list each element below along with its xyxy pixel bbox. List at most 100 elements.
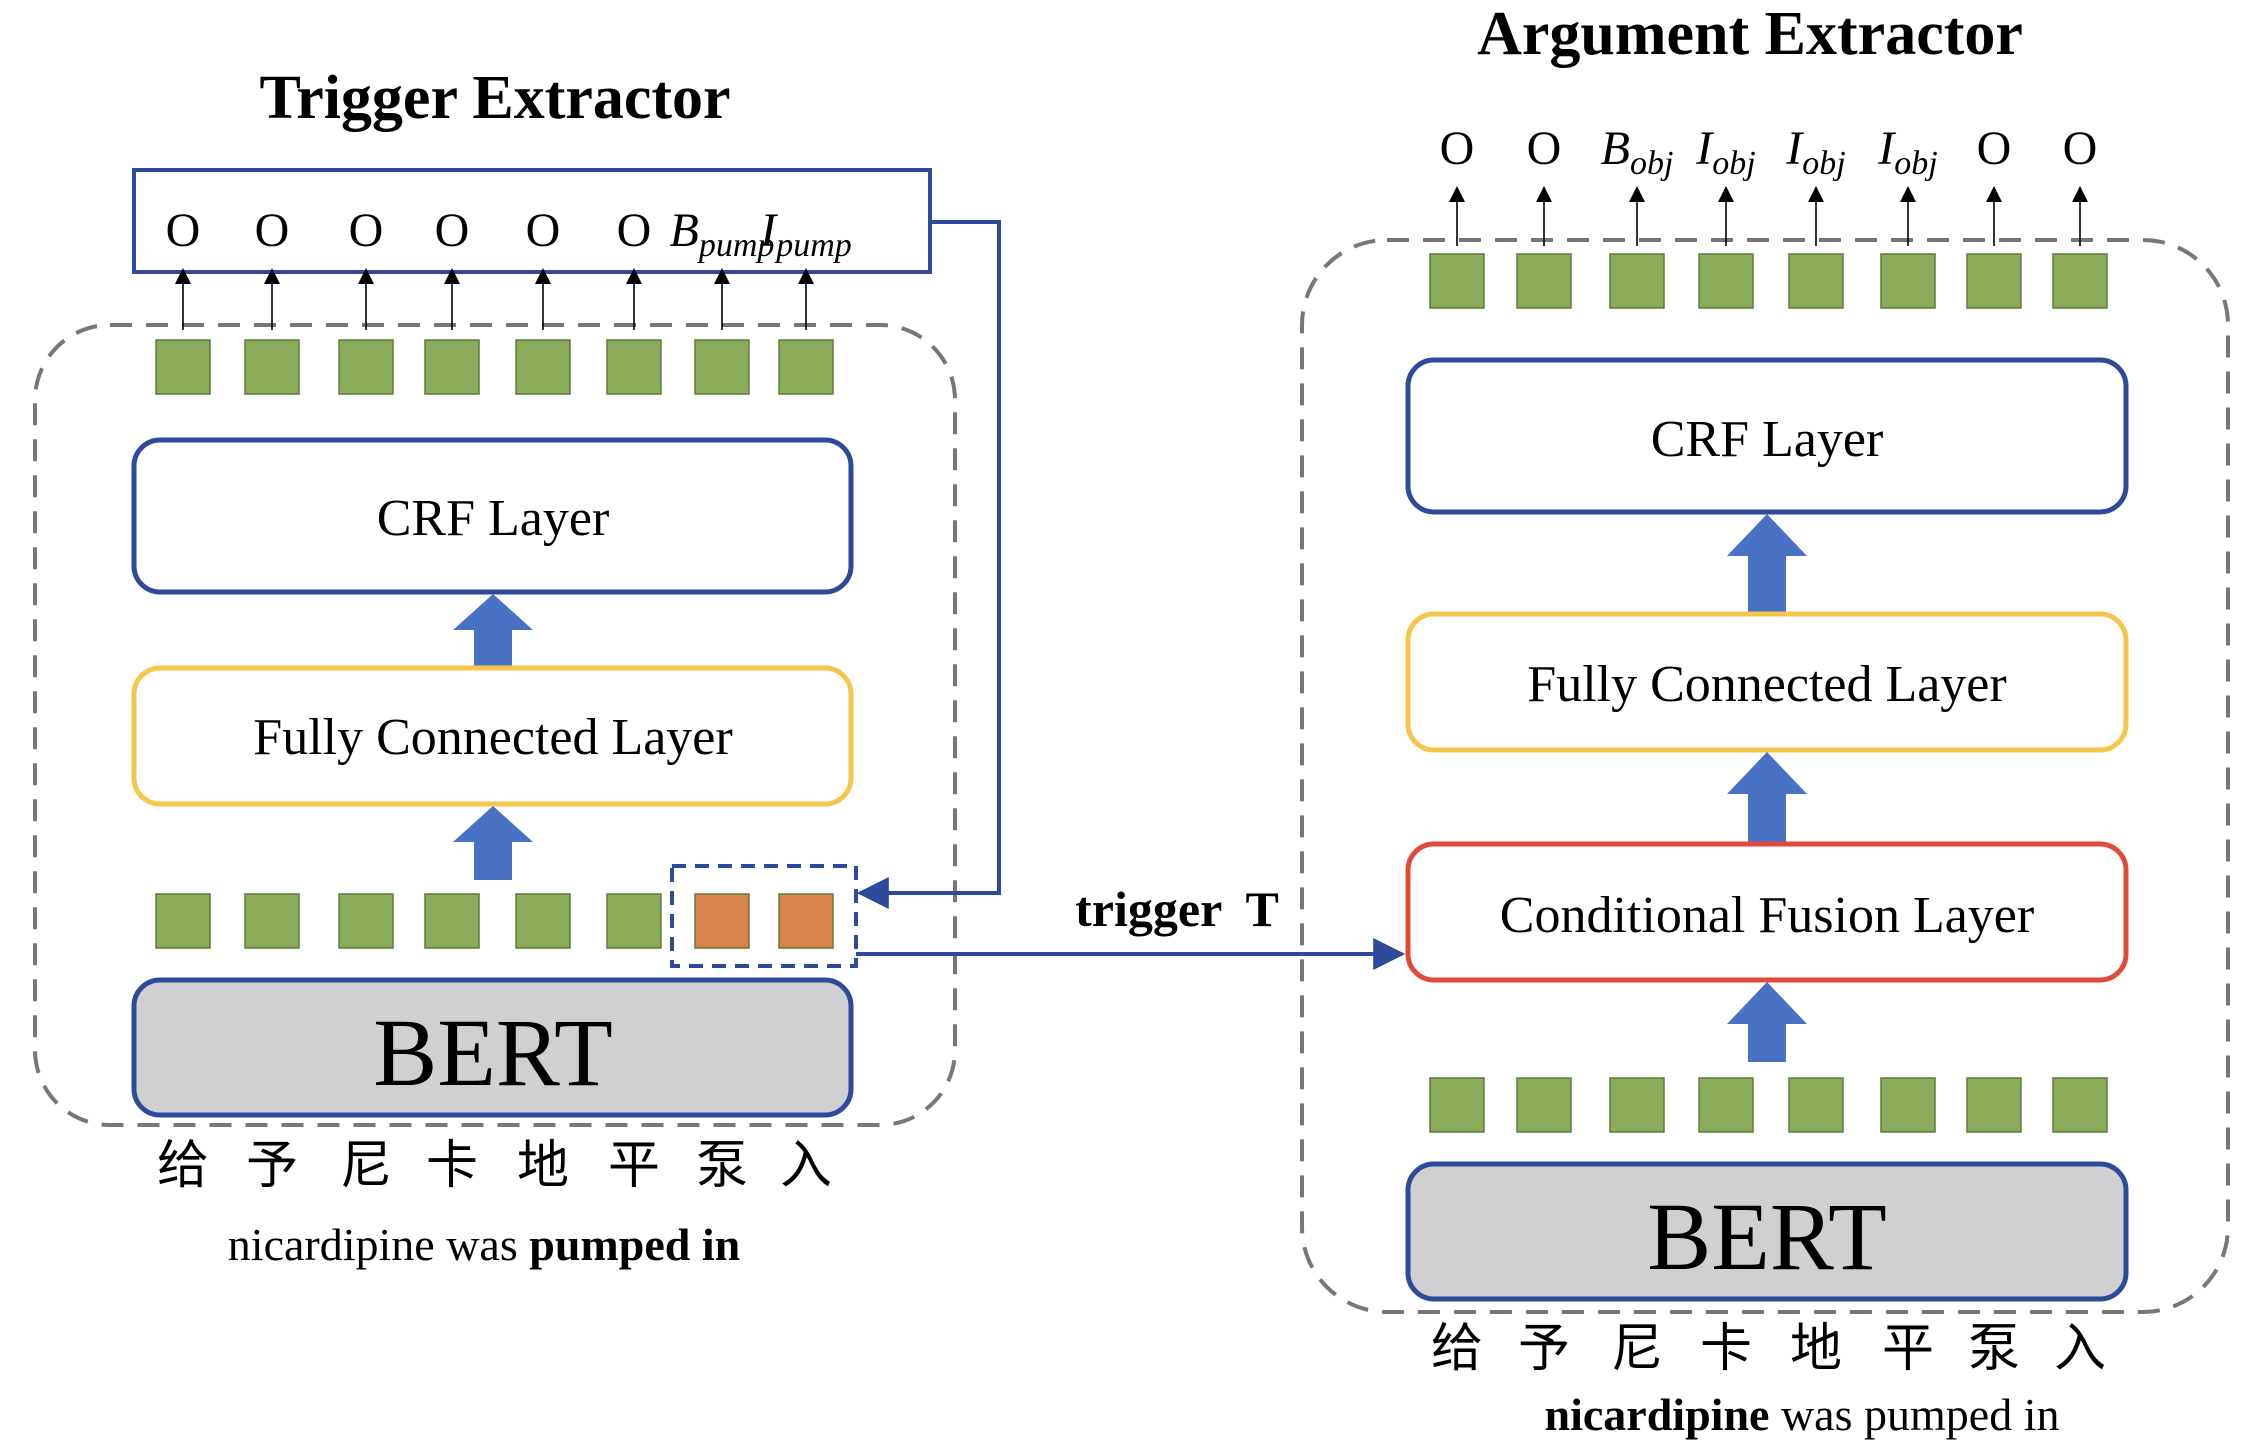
argument-arrow-tokens-fusion (1727, 982, 1807, 1062)
argument-bottom-token (1698, 1077, 1754, 1133)
argument-bert-box (1405, 1161, 2129, 1302)
argument-bottom-token (1966, 1077, 2022, 1133)
trigger-bert-label: BERT (373, 999, 613, 1106)
argument-output-label-sub: obj (1630, 145, 1673, 182)
argument-bottom-token (1609, 1077, 1665, 1133)
trigger-fc-box (131, 665, 854, 807)
trigger-output-label-main: I (759, 204, 778, 257)
trigger-top-token (155, 339, 211, 395)
trigger-output-label: O (166, 204, 201, 257)
argument-input-char: 泵 (1968, 1319, 2020, 1379)
argument-output-label-sub: obj (1712, 145, 1755, 182)
trigger-bottom-token (515, 893, 571, 949)
trigger-output-label: O (617, 204, 652, 257)
argument-fusion-label: Conditional Fusion Layer (1500, 887, 2034, 944)
trigger-selection-box (670, 864, 858, 968)
argument-output-label: Iobj (1877, 122, 1937, 182)
argument-bottom-token (1880, 1077, 1936, 1133)
argument-output-label: O (1440, 122, 1475, 175)
trigger-output-arrows (175, 268, 814, 330)
trigger-output-label-sub: pump (774, 227, 852, 264)
argument-top-token (1698, 253, 1754, 309)
trigger-bottom-tokens (155, 893, 834, 949)
argument-top-tokens (1429, 253, 2108, 309)
argument-fc-box (1405, 611, 2129, 753)
argument-top-token (1788, 253, 1844, 309)
argument-output-label-main: O (1527, 122, 1562, 175)
argument-output-label-sub: obj (1802, 145, 1845, 182)
trigger-title: Trigger Extractor (259, 64, 730, 132)
argument-output-arrows (1449, 186, 2088, 246)
trigger-top-token (515, 339, 571, 395)
trigger-output-label-main: O (526, 204, 561, 257)
argument-input-chars: 给予尼卡地平泵入 (1431, 1319, 2106, 1379)
trigger-crf-box (131, 437, 854, 595)
argument-top-token (1880, 253, 1936, 309)
trigger-top-token (694, 339, 750, 395)
argument-arrow-fusion-fc (1727, 752, 1807, 844)
trigger-output-label-main: B (670, 204, 699, 257)
trigger-output-label: Bpump (670, 204, 775, 264)
trigger-input-char: 给 (157, 1136, 209, 1196)
trigger-bottom-token (606, 893, 662, 949)
argument-input-char: 给 (1431, 1319, 1483, 1379)
trigger-output-label: O (526, 204, 561, 257)
argument-output-label-main: I (1695, 122, 1714, 175)
argument-top-token (2052, 253, 2108, 309)
trigger-output-label-main: O (435, 204, 470, 257)
argument-output-label-main: B (1601, 122, 1630, 175)
trigger-arrow-tokens-fc (453, 806, 533, 880)
argument-output-label: O (1527, 122, 1562, 175)
trigger-input-char: 入 (780, 1136, 832, 1196)
argument-output-label: Bobj (1601, 122, 1674, 182)
trigger-output-label: O (255, 204, 290, 257)
argument-bottom-token (1516, 1077, 1572, 1133)
trigger-top-token (338, 339, 394, 395)
argument-input-char: 予 (1518, 1319, 1570, 1379)
trigger-input-chars: 给予尼卡地平泵入 (157, 1136, 832, 1196)
argument-caption: nicardipine was pumped in (1545, 1389, 2060, 1440)
trigger-output-label-main: O (166, 204, 201, 257)
argument-output-label-main: O (2063, 122, 2098, 175)
trigger-arrow-fc-crf (453, 594, 533, 668)
trigger-output-label-main: O (255, 204, 290, 257)
argument-bottom-tokens (1429, 1077, 2108, 1133)
argument-output-label: O (2063, 122, 2098, 175)
trigger-crf-label: CRF Layer (377, 490, 610, 547)
argument-output-label-main: O (1440, 122, 1475, 175)
argument-bert-label: BERT (1647, 1183, 1887, 1290)
argument-output-label: O (1977, 122, 2012, 175)
trigger-bottom-token (778, 893, 834, 949)
argument-bottom-token (2052, 1077, 2108, 1133)
argument-output-label-sub: obj (1894, 145, 1937, 182)
argument-top-token (1609, 253, 1665, 309)
trigger-bottom-token (694, 893, 750, 949)
argument-output-label-main: O (1977, 122, 2012, 175)
trigger-output-label-sub: pump (697, 227, 775, 264)
trigger-input-char: 尼 (340, 1136, 392, 1196)
argument-title: Argument Extractor (1477, 0, 2023, 68)
trigger-input-char: 卡 (426, 1136, 478, 1196)
argument-top-token (1516, 253, 1572, 309)
trigger-input-char: 平 (608, 1136, 660, 1196)
trigger-link-label: trigger T (1075, 881, 1279, 937)
trigger-input-char: 地 (517, 1136, 569, 1196)
argument-output-label-main: I (1785, 122, 1804, 175)
argument-arrow-fc-crf (1727, 514, 1807, 614)
argument-top-token (1429, 253, 1485, 309)
trigger-bottom-token (155, 893, 211, 949)
argument-input-char: 平 (1882, 1319, 1934, 1379)
argument-container (1300, 238, 2230, 1314)
trigger-bottom-token (424, 893, 480, 949)
trigger-output-label-main: O (617, 204, 652, 257)
trigger-output-label: Ipump (759, 204, 852, 264)
trigger-caption: nicardipine was pumped in (228, 1219, 740, 1270)
trigger-output-label: O (435, 204, 470, 257)
trigger-output-label: O (349, 204, 384, 257)
trigger-input-char: 泵 (696, 1136, 748, 1196)
trigger-top-token (778, 339, 834, 395)
trigger-feedback-connector (856, 220, 1001, 909)
